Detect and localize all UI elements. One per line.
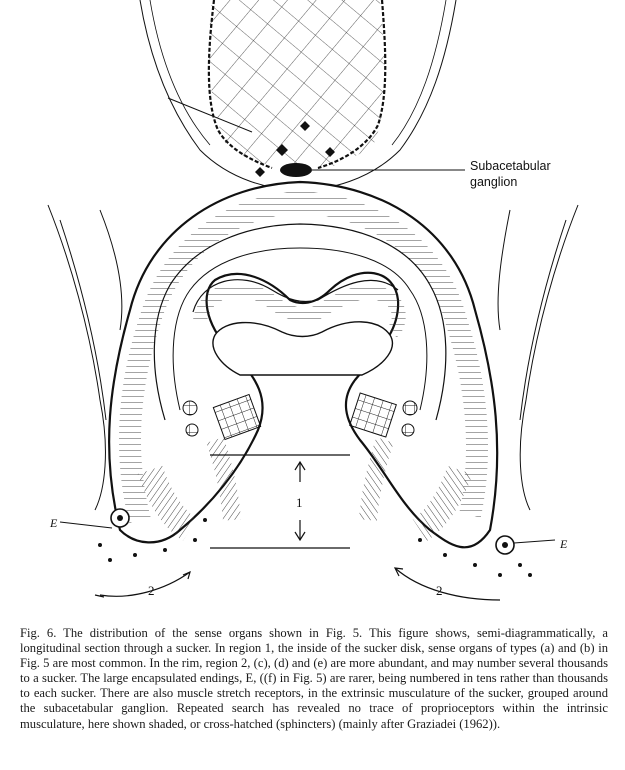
region-2-left-label: 2 (148, 583, 155, 598)
region-1-label: 1 (296, 495, 303, 510)
ganglion-label-line2: ganglion (470, 175, 517, 189)
stalk-musculature (139, 0, 457, 191)
figure-caption: Fig. 6. The distribution of the sense or… (20, 626, 608, 731)
outer-walls (47, 204, 579, 511)
region-2-right-label: 2 (436, 583, 443, 598)
subacetabular-ganglion (255, 121, 465, 177)
ending-label-right: E (559, 537, 568, 551)
region-markers (94, 454, 501, 601)
sucker-section-figure: Subacetabular ganglion E E 1 2 2 (47, 0, 579, 601)
sucker-body (59, 180, 556, 577)
ending-label-left: E (49, 516, 58, 530)
ganglion-label-line1: Subacetabular (470, 159, 551, 173)
